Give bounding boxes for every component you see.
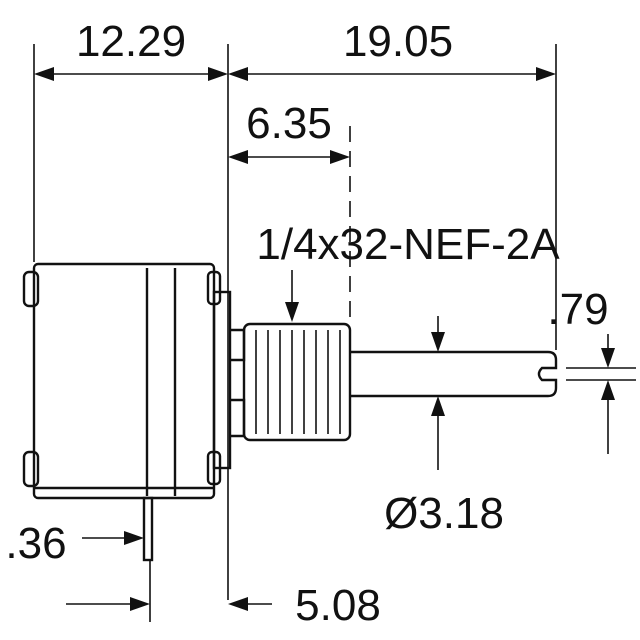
dimension-terminal-thickness: .36: [5, 519, 144, 568]
dimension-terminal-offset: 5.08: [66, 581, 381, 630]
plate-step-lower: [230, 398, 246, 438]
dim-label-0-79: .79: [547, 285, 608, 334]
dimension-shaft-length: 19.05: [228, 17, 556, 81]
dim-label-12-29: 12.29: [76, 17, 186, 66]
dimension-bushing-length: 6.35: [228, 99, 350, 164]
shaft: [350, 350, 558, 398]
dimension-slot-width: .79: [547, 285, 615, 454]
extension-lines: [33, 44, 636, 622]
dim-label-6-35: 6.35: [246, 99, 332, 148]
dim-label-thread-spec: 1/4x32-NEF-2A: [256, 220, 560, 269]
bushing-threads: [255, 330, 341, 434]
left-mount-lug-top: [22, 270, 40, 308]
left-mount-lug-bottom: [22, 450, 40, 488]
dim-label-5-08: 5.08: [295, 581, 381, 630]
dim-label-19-05: 19.05: [343, 17, 453, 66]
terminal-pin: [142, 496, 154, 562]
thread-callout: 1/4x32-NEF-2A: [256, 220, 560, 322]
dim-label-0-36: .36: [5, 519, 66, 568]
dim-label-diameter: Ø3.18: [384, 489, 504, 538]
potentiometer-outline: [22, 262, 558, 562]
mounting-plate: [212, 290, 232, 470]
threaded-bushing: [242, 322, 352, 442]
plate-step: [230, 328, 246, 362]
dimension-body-depth: 12.29: [34, 17, 228, 81]
housing-body: [32, 262, 216, 500]
dimension-shaft-diameter: Ø3.18: [384, 316, 504, 538]
